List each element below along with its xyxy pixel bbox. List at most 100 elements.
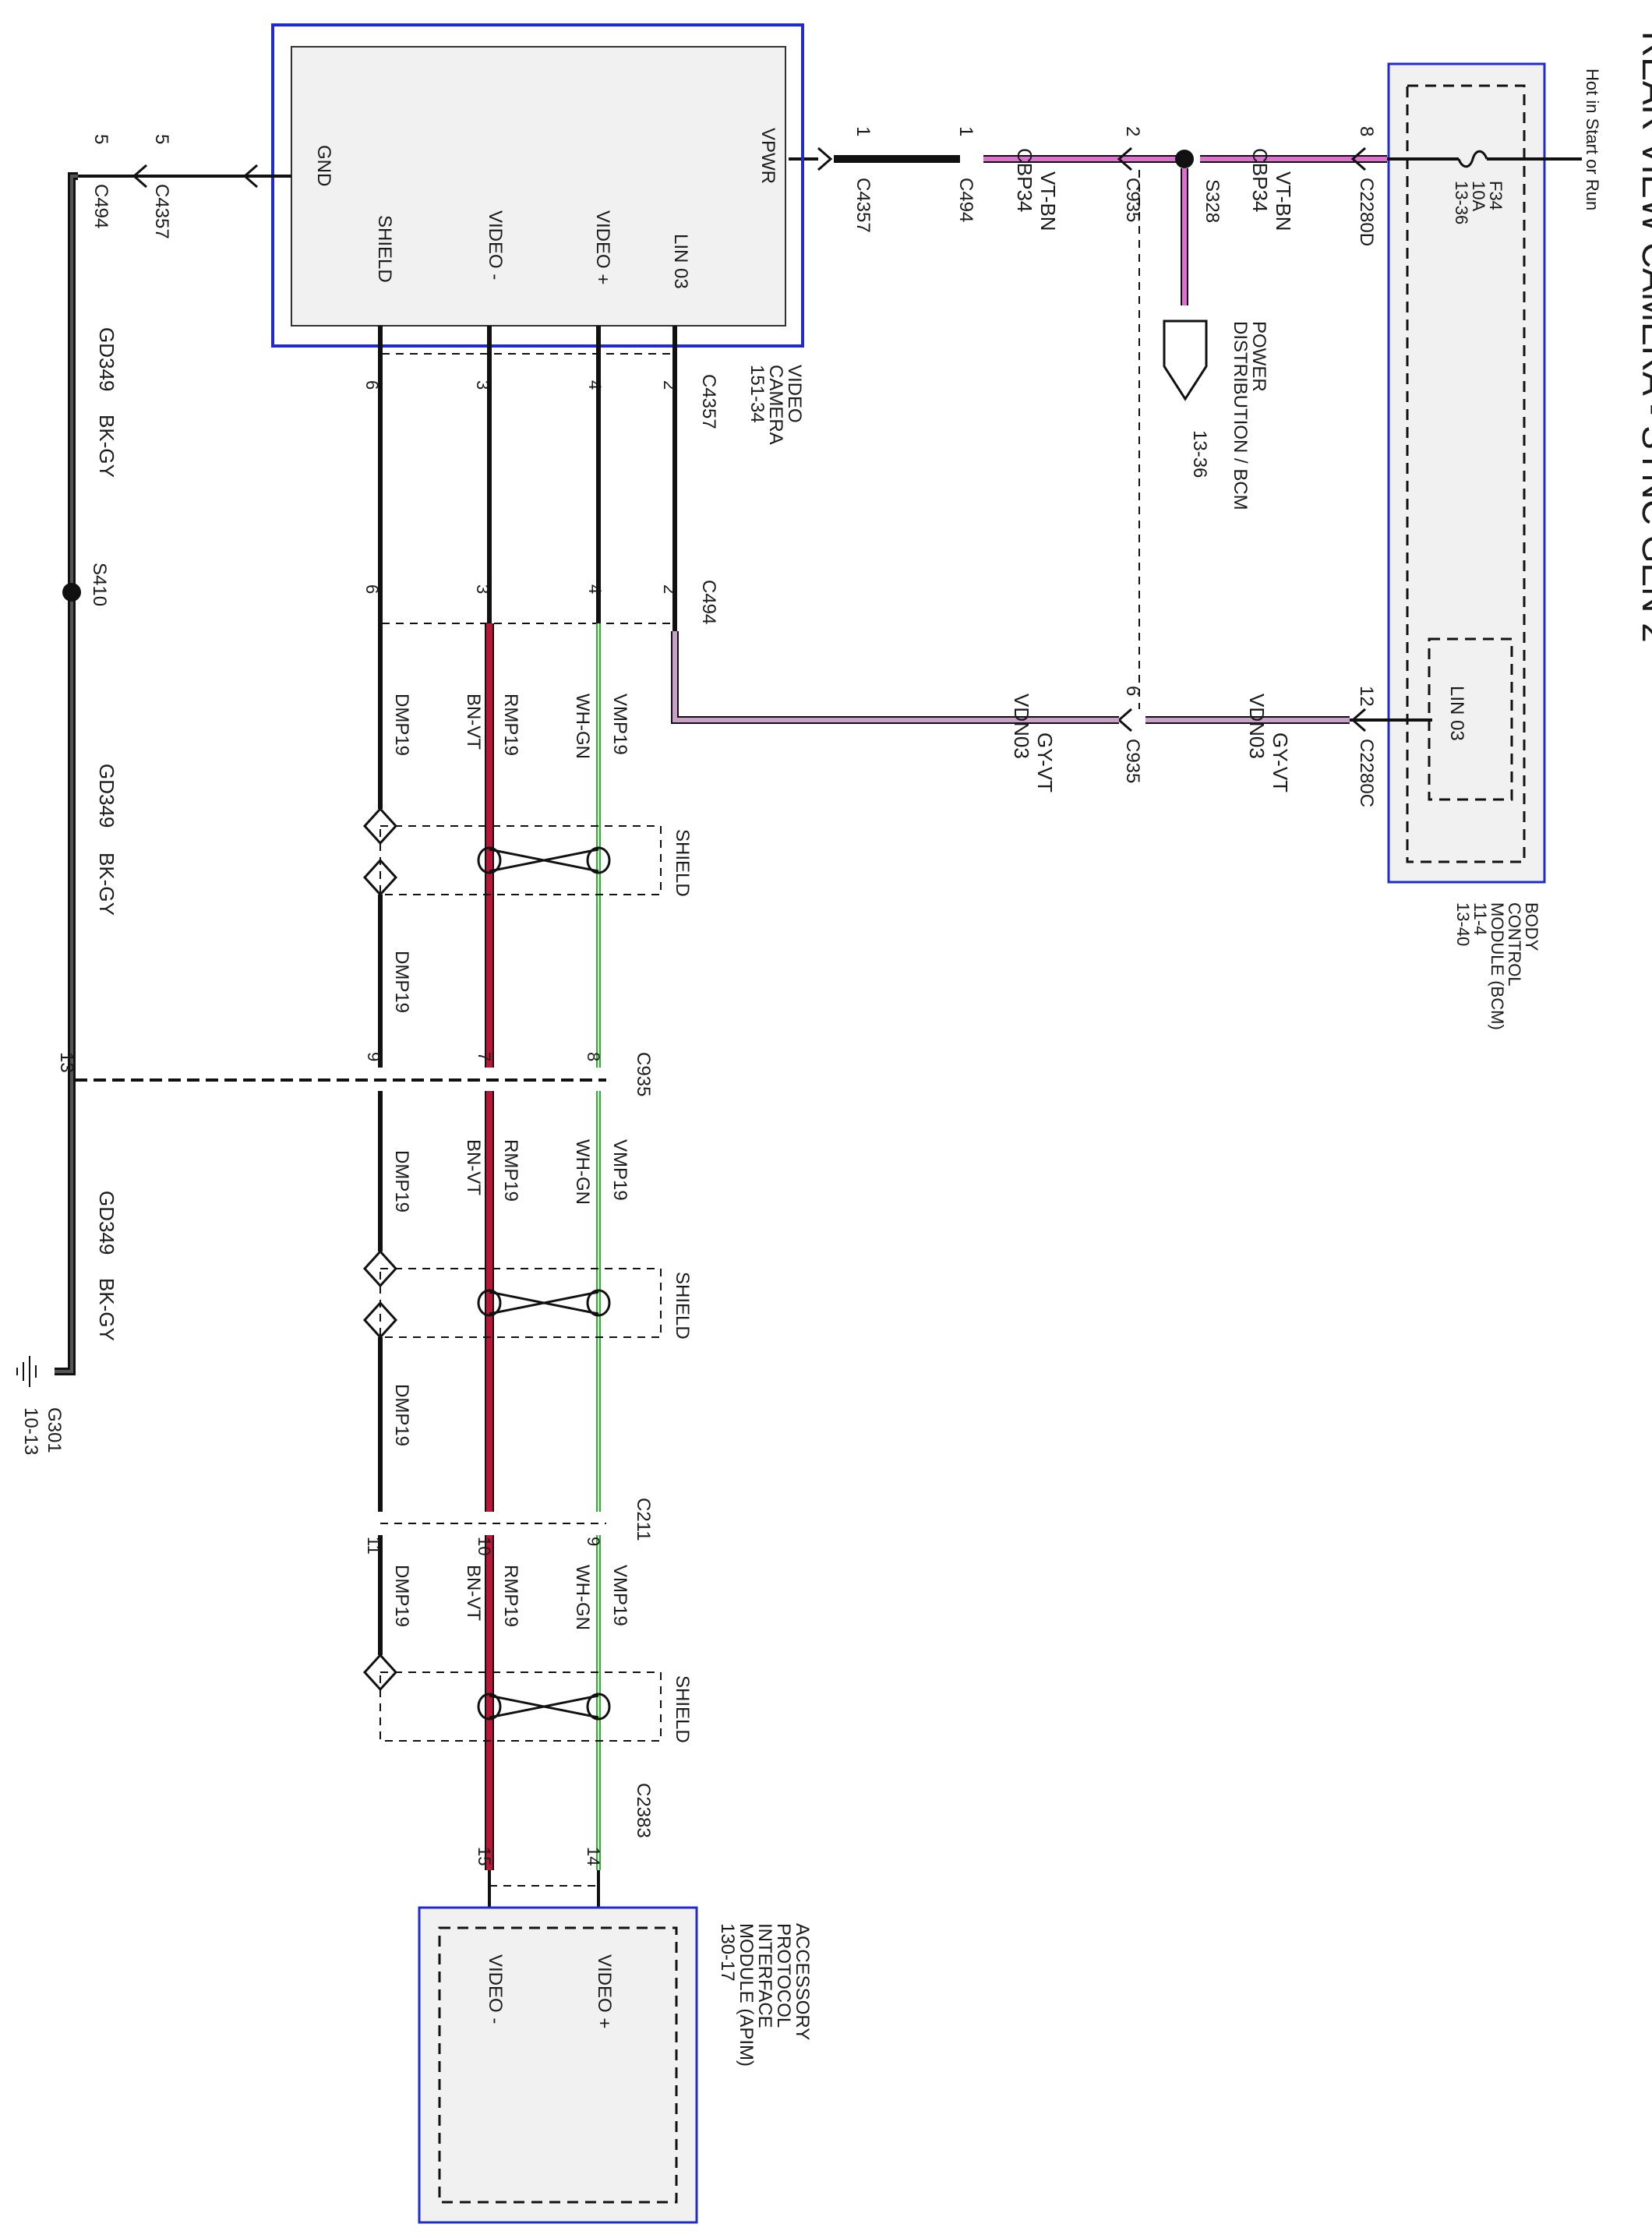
conn-c494-gnd: C494 [90,184,111,228]
svg-text:8: 8 [1356,126,1377,136]
cbp34-color-left: VT-BN [1036,171,1060,231]
svg-text:6: 6 [362,380,382,390]
power-distribution-icon [1163,319,1208,401]
svg-text:13: 13 [56,1052,77,1073]
svg-text:151-34: 151-34 [747,365,768,423]
cbp34-circuit-left: CBP34 [1013,148,1036,212]
fuse-f34-label: F34 10A 13-36 [1452,181,1506,224]
svg-text:6: 6 [1122,686,1143,696]
camera-pin-video-pos: VIDEO + [592,210,613,284]
cbp34-circuit-right: CBP34 [1248,148,1272,212]
conn-c935-harness: C935 [633,1052,654,1096]
svg-text:7: 7 [475,1052,494,1061]
svg-text:6: 6 [362,584,382,594]
svg-text:9: 9 [584,1537,603,1546]
svg-text:LIN 03: LIN 03 [1446,686,1467,741]
gd349-circuit-b: GD349 [95,764,118,828]
conn-c935-lin: C935 [1122,739,1143,783]
svg-text:POWER: POWER [1248,321,1269,392]
cbp34-color-right: VT-BN [1272,171,1295,231]
svg-text:WH-GN: WH-GN [572,694,593,759]
svg-text:10: 10 [475,1537,494,1555]
svg-text:CONTROL: CONTROL [1505,902,1524,987]
svg-text:DMP19: DMP19 [391,1150,412,1213]
gd349-color-c: BK-GY [95,1278,118,1341]
ground-g301-label: G301 10-13 [20,1407,65,1455]
vdn03-circuit-right: VDN03 [1245,694,1269,759]
wire-gd349[interactable] [55,172,78,1375]
shield-label-3: SHIELD [672,1675,693,1743]
svg-text:WH-GN: WH-GN [572,1139,593,1205]
camera-pin-gnd: GND [313,145,334,186]
svg-text:9: 9 [364,1052,383,1061]
vdn03-color-right: GY-VT [1269,732,1292,792]
bcm-module[interactable] [1387,62,1546,884]
svg-text:MODULE (BCM): MODULE (BCM) [1488,902,1507,1030]
conn-c4357-top: C4357 [852,178,874,233]
conn-c4357-gnd: C4357 [151,184,172,239]
gd349-circuit-c: GD349 [95,1191,118,1255]
svg-text:4: 4 [585,380,605,390]
svg-text:MODULE (APIM): MODULE (APIM) [736,1923,757,2067]
hot-note: Hot in Start or Run [1583,69,1602,210]
svg-text:VIDEO: VIDEO [784,365,805,423]
shield-box [379,825,662,1742]
svg-text:DISTRIBUTION / BCM: DISTRIBUTION / BCM [1230,321,1251,510]
apim-name: ACCESSORY PROTOCOL INTERFACE MODULE (API… [717,1923,813,2067]
svg-text:DMP19: DMP19 [391,1565,412,1627]
svg-text:DMP19: DMP19 [391,1384,412,1446]
svg-text:WH-GN: WH-GN [572,1565,593,1630]
svg-text:PROTOCOL: PROTOCOL [773,1923,794,2028]
svg-text:BN-VT: BN-VT [463,1565,484,1621]
power-distribution-label: POWER DISTRIBUTION / BCM [1230,321,1269,510]
svg-text:5: 5 [151,134,172,144]
gd349-color-a: BK-GY [95,415,118,478]
diagram-title: REAR VIEW CAMERA - SYNC GEN 2 [1635,31,1652,643]
svg-text:BODY: BODY [1522,902,1541,951]
apim-pin-video-pos: VIDEO + [594,1954,615,2028]
svg-text:BN-VT: BN-VT [463,694,484,750]
camera-name: VIDEO CAMERA 151-34 [747,365,805,445]
svg-text:RMP19: RMP19 [500,1139,521,1202]
conn-c494-top: C494 [955,178,976,222]
conn-c2280d: C2280D [1356,178,1377,246]
wire-vdn03[interactable] [671,631,1432,732]
svg-text:CAMERA: CAMERA [765,365,786,445]
svg-text:8: 8 [584,1052,603,1061]
video-camera-module[interactable] [271,23,804,348]
svg-text:130-17: 130-17 [717,1923,738,1982]
conn-c4357-harness: C4357 [698,374,719,429]
svg-text:5: 5 [90,134,111,144]
camera-pin-lin: LIN 03 [670,234,691,289]
svg-text:RMP19: RMP19 [500,1565,521,1627]
fuse-icon [1457,150,1488,168]
apim-pin-video-neg: VIDEO - [485,1954,506,2024]
conn-c2383: C2383 [633,1783,654,1838]
twisted-pair-icon [477,846,611,1721]
svg-text:15: 15 [475,1847,494,1866]
conn-c211: C211 [633,1498,654,1541]
apim-module[interactable] [418,1906,698,2224]
splice-s410 [62,583,81,602]
svg-text:INTERFACE: INTERFACE [754,1923,775,2028]
svg-text:12: 12 [1356,686,1377,707]
bcm-name: BODY CONTROL MODULE (BCM) 11-4 13-40 [1453,902,1541,1030]
svg-text:1: 1 [955,126,976,136]
svg-text:11-4: 11-4 [1470,902,1490,935]
svg-text:1: 1 [852,126,874,136]
camera-pin-vpwr: VPWR [757,128,778,184]
shield-label-1: SHIELD [672,829,693,897]
camera-pin-shield: SHIELD [374,215,395,283]
camera-pin-video-neg: VIDEO - [485,210,506,280]
svg-text:G301: G301 [44,1407,65,1453]
bcm-lin-label: LIN 03 [1446,686,1467,741]
vdn03-circuit-left: VDN03 [1010,694,1033,759]
svg-text:10-13: 10-13 [20,1407,41,1455]
svg-text:F34: F34 [1486,181,1506,210]
svg-text:VMP19: VMP19 [609,694,630,755]
svg-text:11: 11 [364,1537,383,1555]
svg-text:4: 4 [585,584,605,594]
conn-c494-harness: C494 [698,580,719,624]
